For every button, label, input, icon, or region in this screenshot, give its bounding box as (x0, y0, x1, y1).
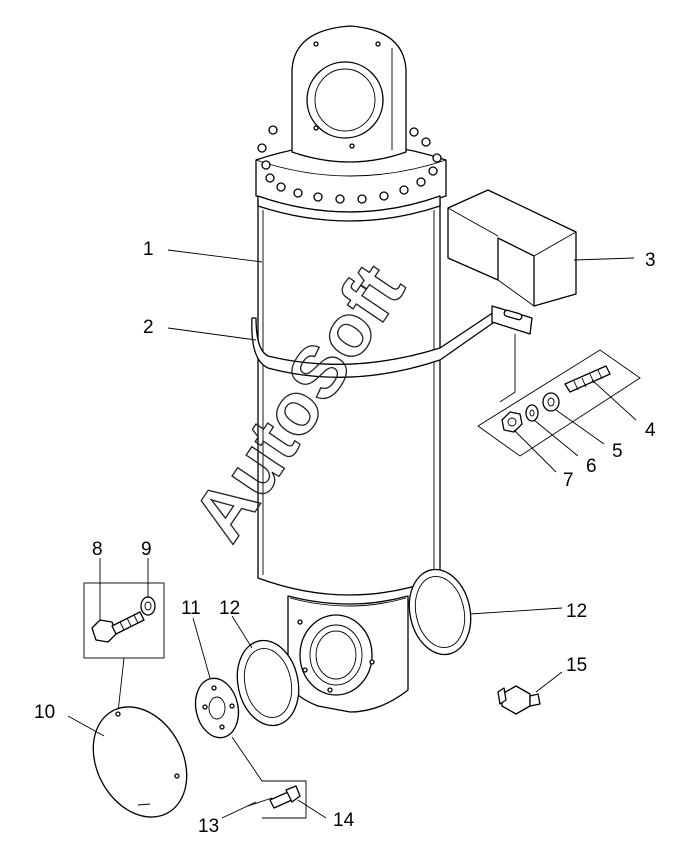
seal-ring-left (236, 639, 300, 727)
rubber-block (447, 189, 577, 307)
leader-lines (67, 249, 637, 819)
hydraulic-cylinder-body (255, 25, 447, 713)
callout-13: 13 (198, 816, 219, 837)
washer-5 (542, 392, 560, 412)
callout-8: 8 (92, 539, 103, 560)
cover-bolt-group (83, 582, 165, 713)
callout-4: 4 (645, 420, 656, 441)
callout-3: 3 (645, 250, 656, 271)
nut-7 (501, 411, 523, 433)
grease-nipple (497, 685, 541, 715)
callout-10: 10 (34, 702, 55, 723)
callout-1: 1 (143, 239, 154, 260)
callout-12-left: 12 (219, 598, 240, 619)
adapter-flange (194, 677, 240, 739)
seal-ring-right (408, 568, 472, 656)
bolt-hardware-group (477, 349, 641, 457)
bolt-4 (564, 365, 611, 393)
callout-15: 15 (566, 655, 587, 676)
callout-5: 5 (612, 441, 623, 462)
callout-12-right: 12 (566, 601, 587, 622)
callout-14: 14 (333, 810, 355, 831)
flange-bolts (257, 125, 442, 204)
washer-6 (525, 404, 539, 422)
end-cover (92, 706, 188, 818)
callout-7: 7 (563, 470, 574, 491)
callout-labels: 1 2 3 4 5 6 7 8 9 10 11 12 12 13 14 15 (34, 239, 656, 837)
callout-9: 9 (141, 539, 152, 560)
callout-11: 11 (181, 598, 201, 619)
callout-6: 6 (586, 456, 597, 477)
flange-screw-group (231, 736, 307, 819)
clamp-band (251, 305, 533, 403)
callout-2: 2 (143, 317, 154, 338)
